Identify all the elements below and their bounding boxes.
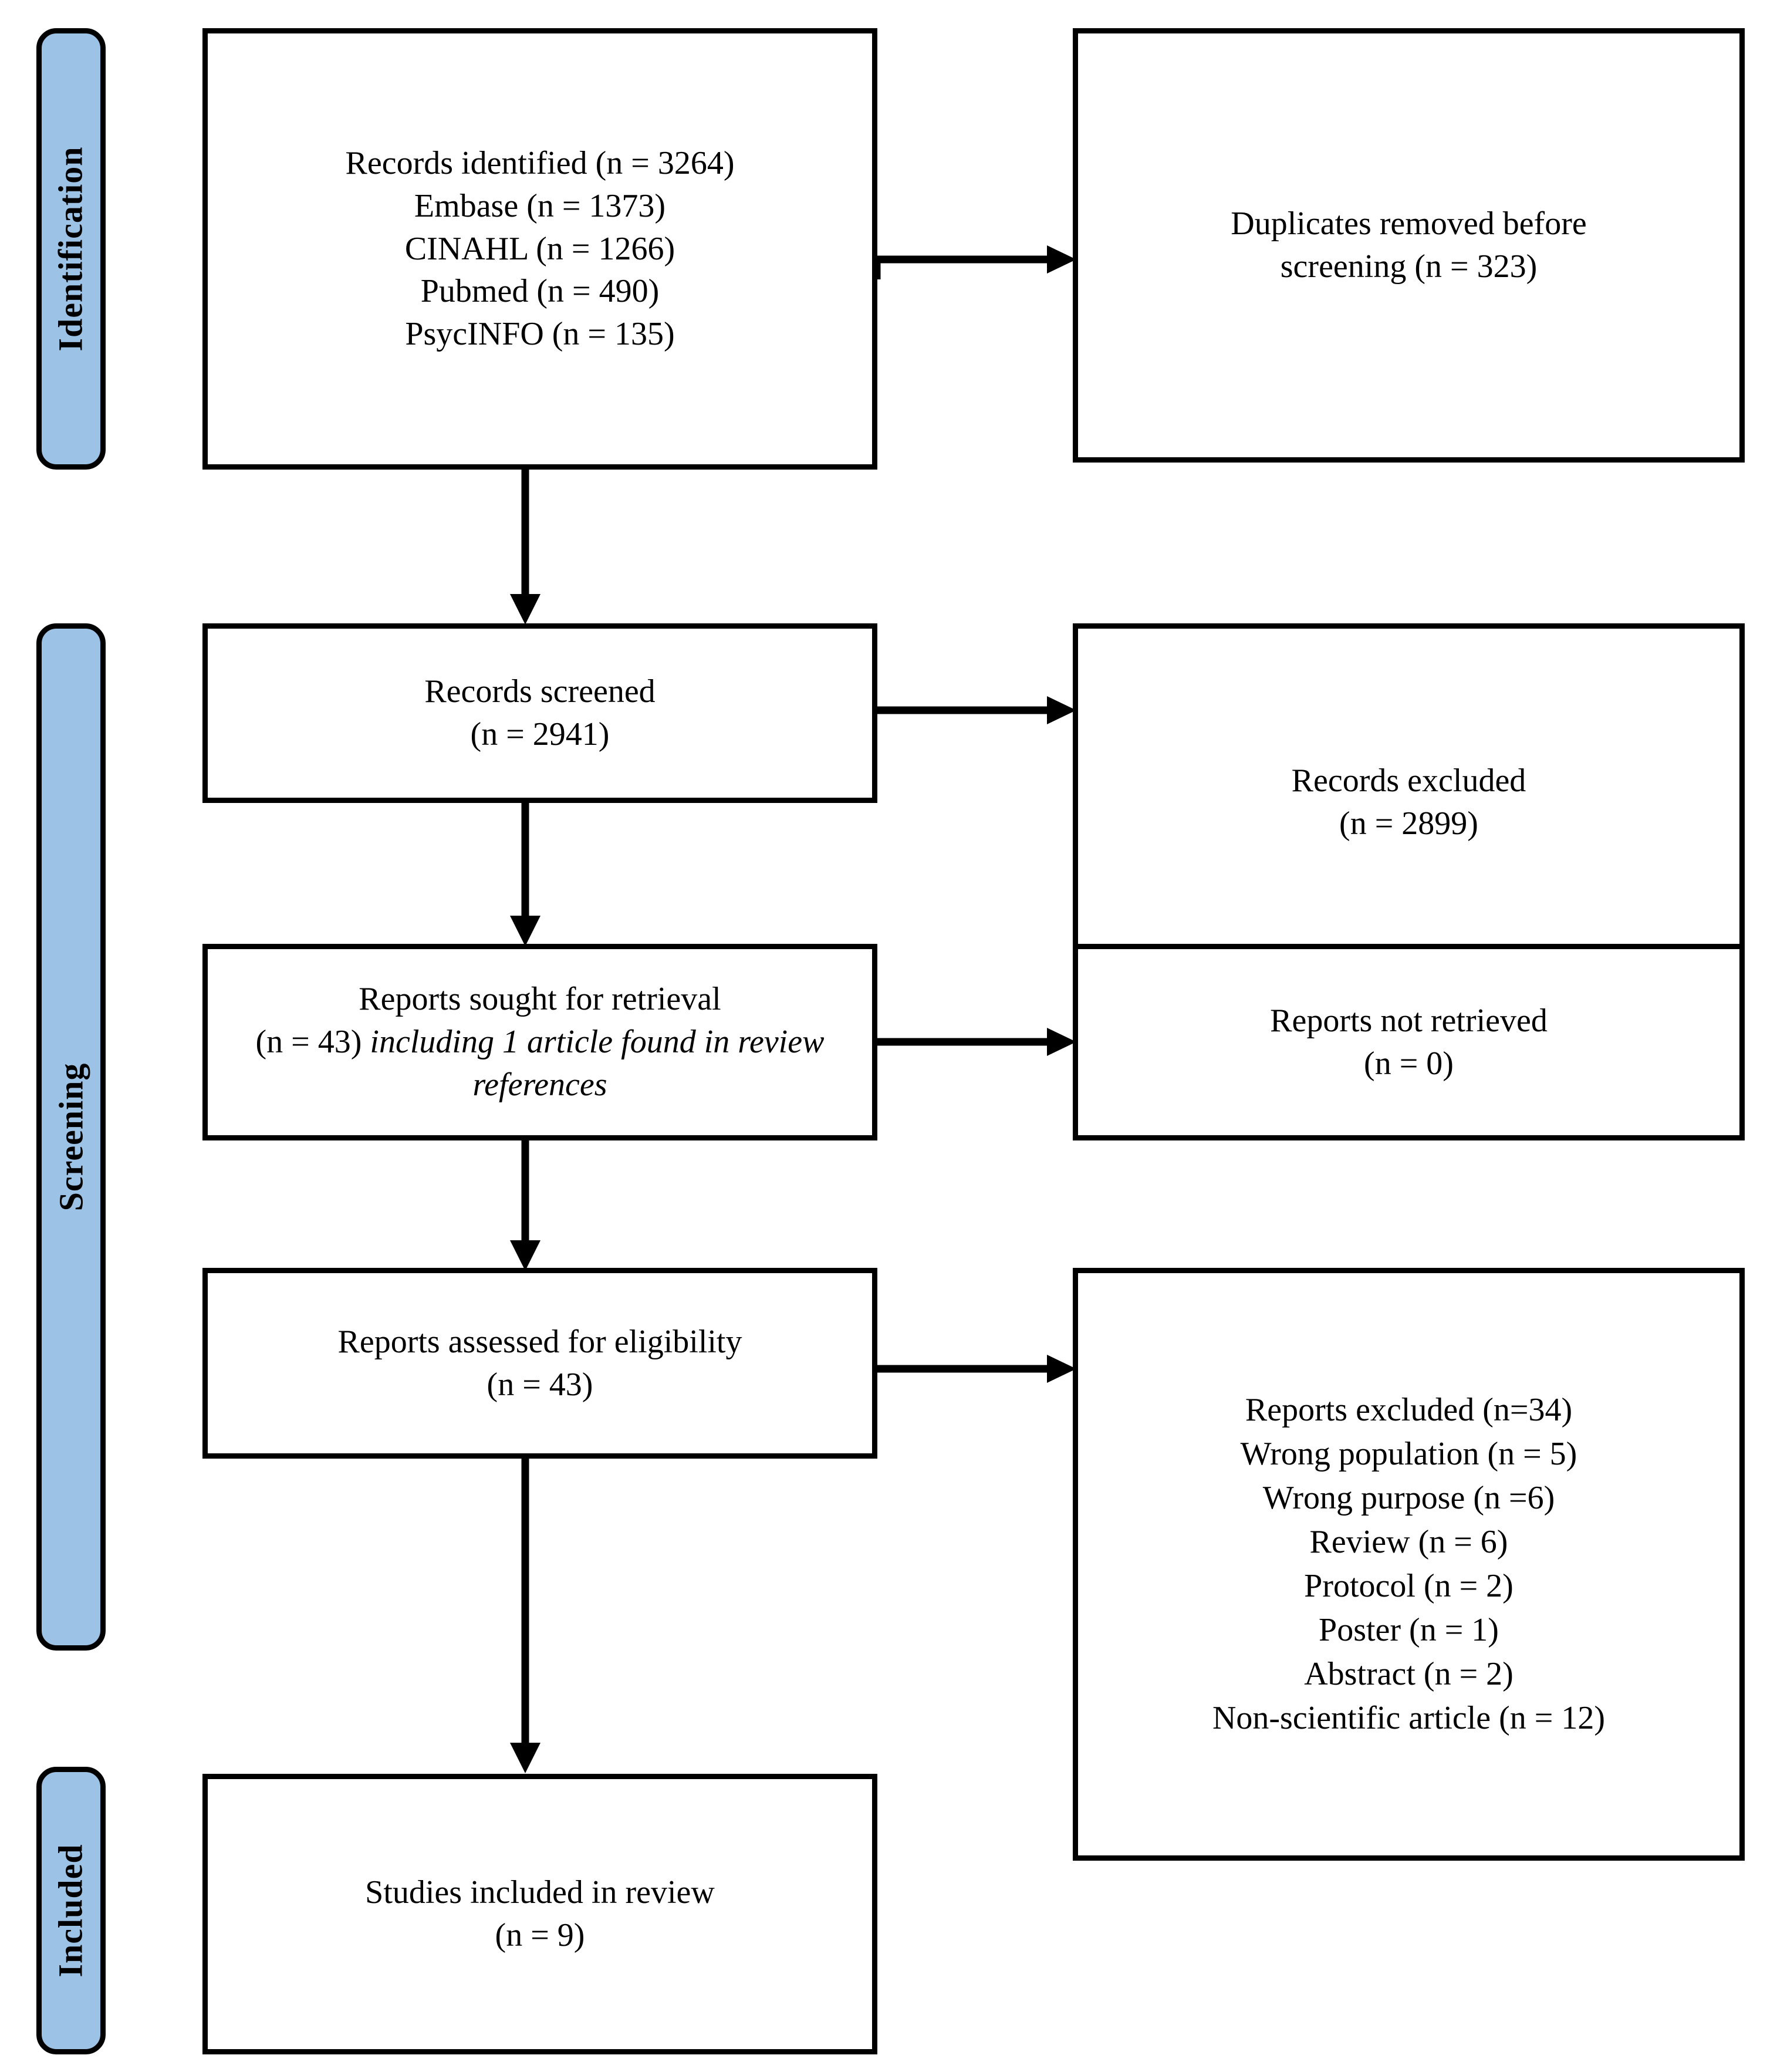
box-records-screened: Records screened (n = 2941)	[202, 623, 877, 803]
box-reports-assessed-for-eligibility: Reports assessed for eligibility (n = 43…	[202, 1268, 877, 1459]
reports-assessed-label: Reports assessed for eligibility	[337, 1323, 742, 1360]
records-identified-source-cinahl: CINAHL (n = 1266)	[404, 230, 675, 267]
stage-label-screening: Screening	[52, 1062, 90, 1212]
arrow-sought-to-not-retrieved	[874, 1024, 1080, 1059]
reports-excluded-total: Reports excluded (n=34)	[1245, 1391, 1573, 1428]
box-studies-included-in-review: Studies included in review (n = 9)	[202, 1774, 877, 2054]
box-duplicates-removed: Duplicates removed before screening (n =…	[1073, 28, 1745, 463]
arrow-assessed-to-included	[502, 1459, 549, 1776]
records-identified-source-embase: Embase (n = 1373)	[414, 187, 666, 224]
arrow-identified-to-duplicates	[874, 235, 1080, 282]
studies-included-label: Studies included in review	[365, 1874, 715, 1911]
stage-band-included: Included	[36, 1767, 106, 2054]
records-identified-source-psycinfo: PsycINFO (n = 135)	[405, 316, 675, 353]
stage-band-screening: Screening	[36, 623, 106, 1651]
duplicates-removed-line-2: screening (n = 323)	[1280, 248, 1538, 285]
reports-excluded-reason-wrong-population: Wrong population (n = 5)	[1240, 1435, 1577, 1472]
records-screened-label: Records screened	[424, 673, 656, 710]
box-reports-not-retrieved: Reports not retrieved (n = 0)	[1073, 944, 1745, 1140]
records-identified-total: Records identified (n = 3264)	[345, 145, 735, 181]
reports-excluded-reason-protocol: Protocol (n = 2)	[1304, 1568, 1514, 1604]
box-records-identified: Records identified (n = 3264) Embase (n …	[202, 28, 877, 470]
studies-included-count: (n = 9)	[495, 1917, 585, 1953]
records-screened-count: (n = 2941)	[470, 716, 610, 752]
reports-sought-note: including 1 article found in review refe…	[370, 1024, 825, 1103]
reports-not-retrieved-label: Reports not retrieved	[1270, 1002, 1548, 1039]
reports-excluded-reason-wrong-purpose: Wrong purpose (n =6)	[1262, 1479, 1555, 1516]
arrow-assessed-to-reports-excluded	[874, 1351, 1080, 1386]
reports-not-retrieved-count: (n = 0)	[1364, 1045, 1454, 1082]
duplicates-removed-line-1: Duplicates removed before	[1231, 205, 1587, 242]
reports-sought-label: Reports sought for retrieval	[359, 981, 721, 1018]
records-excluded-label: Records excluded	[1291, 762, 1526, 799]
records-identified-source-pubmed: Pubmed (n = 490)	[420, 273, 660, 310]
arrow-sought-to-assessed	[502, 1140, 549, 1273]
reports-excluded-reason-abstract: Abstract (n = 2)	[1304, 1656, 1514, 1693]
arrow-identified-to-screened	[502, 470, 549, 627]
reports-excluded-reason-non-scientific-article: Non-scientific article (n = 12)	[1212, 1700, 1606, 1737]
arrow-screened-to-records-excluded	[874, 693, 1080, 728]
box-reports-excluded: Reports excluded (n=34) Wrong population…	[1073, 1268, 1745, 1861]
reports-sought-count: (n = 43)	[255, 1024, 370, 1061]
reports-excluded-reason-review: Review (n = 6)	[1309, 1523, 1508, 1560]
stage-band-identification: Identification	[36, 28, 106, 470]
stage-label-identification: Identification	[52, 146, 90, 352]
box-reports-sought-for-retrieval: Reports sought for retrieval (n = 43) in…	[202, 944, 877, 1140]
box-records-excluded: Records excluded (n = 2899)	[1073, 623, 1745, 981]
records-excluded-count: (n = 2899)	[1339, 805, 1478, 842]
reports-excluded-reason-poster: Poster (n = 1)	[1319, 1612, 1499, 1649]
arrow-screened-to-sought	[502, 803, 549, 949]
reports-assessed-count: (n = 43)	[487, 1366, 593, 1403]
stage-label-included: Included	[52, 1844, 90, 1977]
